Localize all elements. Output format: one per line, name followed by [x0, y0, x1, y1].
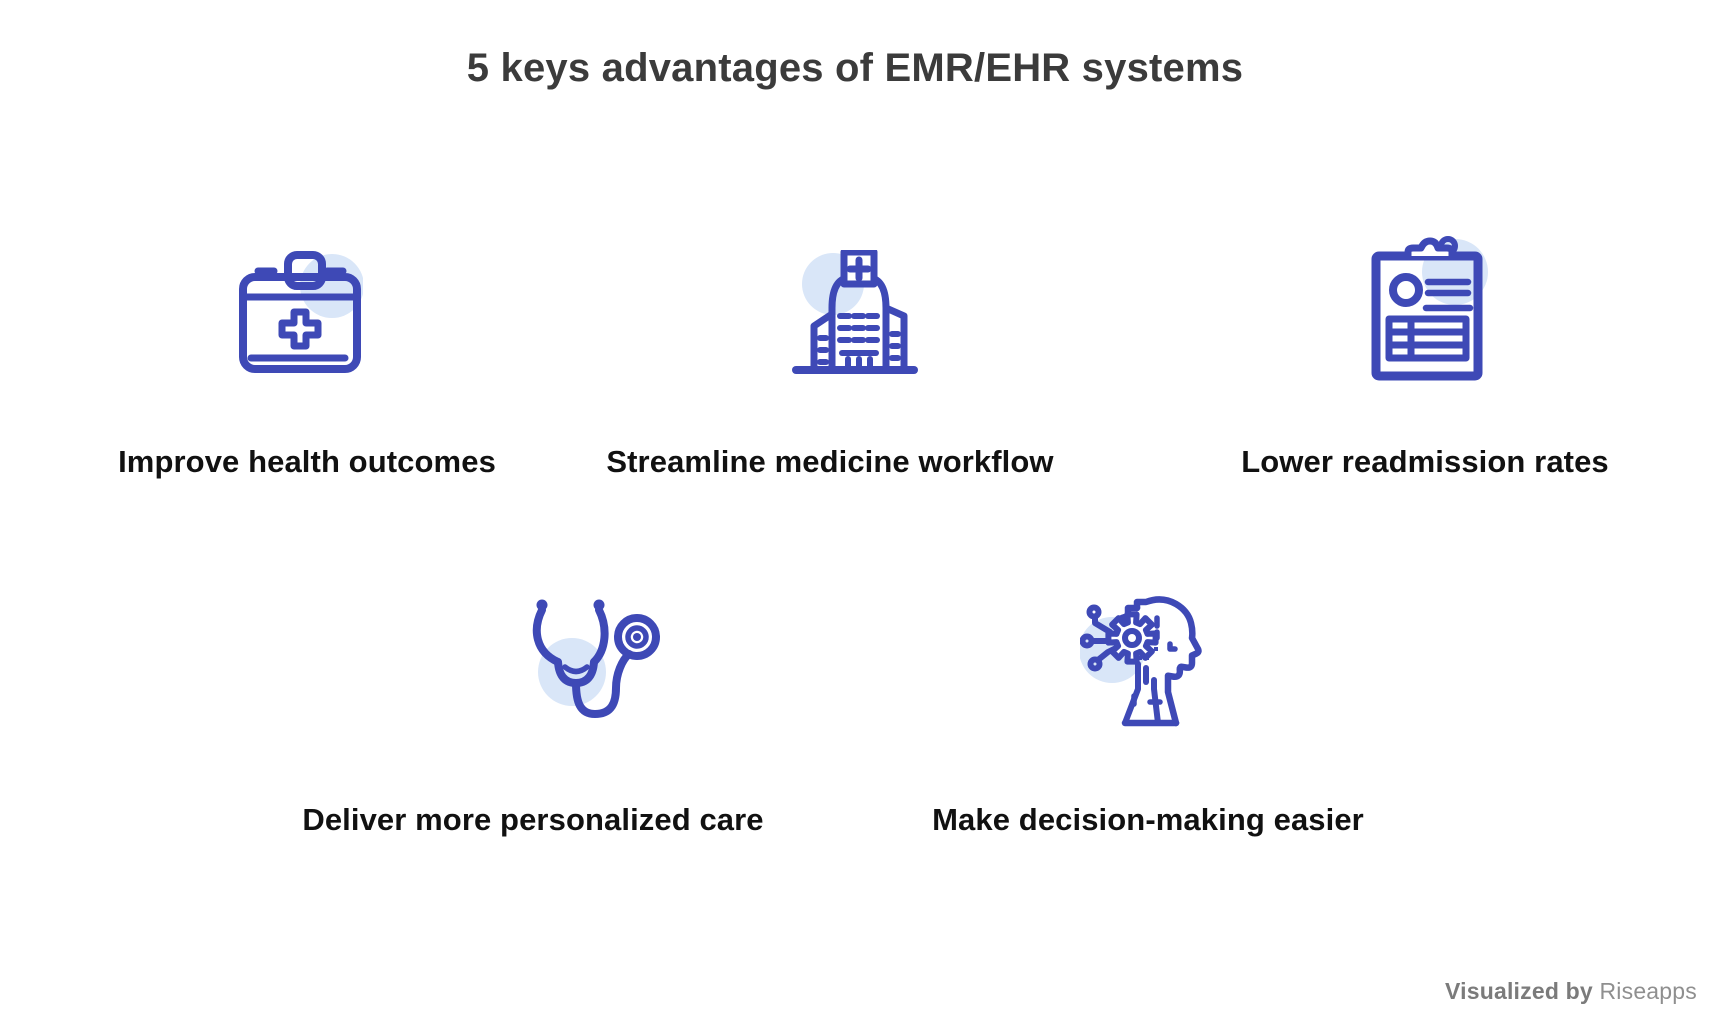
stethoscope-icon: [528, 592, 668, 732]
feature-label-make-decision-making-easier: Make decision-making easier: [932, 802, 1364, 837]
footer-credit: Visualized by Riseapps: [1445, 978, 1697, 1005]
footer-prefix: Visualized by: [1445, 978, 1593, 1004]
feature-label-streamline-medicine-workflow: Streamline medicine workflow: [606, 444, 1054, 479]
clipboard-icon: [1364, 236, 1490, 382]
feature-label-lower-readmission-rates: Lower readmission rates: [1241, 444, 1609, 479]
page-title: 5 keys advantages of EMR/EHR systems: [466, 46, 1244, 90]
footer-brand: Riseapps: [1599, 978, 1697, 1004]
first-aid-kit-icon: [237, 250, 363, 376]
feature-label-deliver-personalized-care: Deliver more personalized care: [302, 802, 764, 837]
ai-head-icon: [1080, 592, 1220, 732]
feature-label-improve-health-outcomes: Improve health outcomes: [118, 444, 496, 479]
accent-circle: [300, 254, 363, 318]
hospital-icon: [792, 250, 918, 376]
